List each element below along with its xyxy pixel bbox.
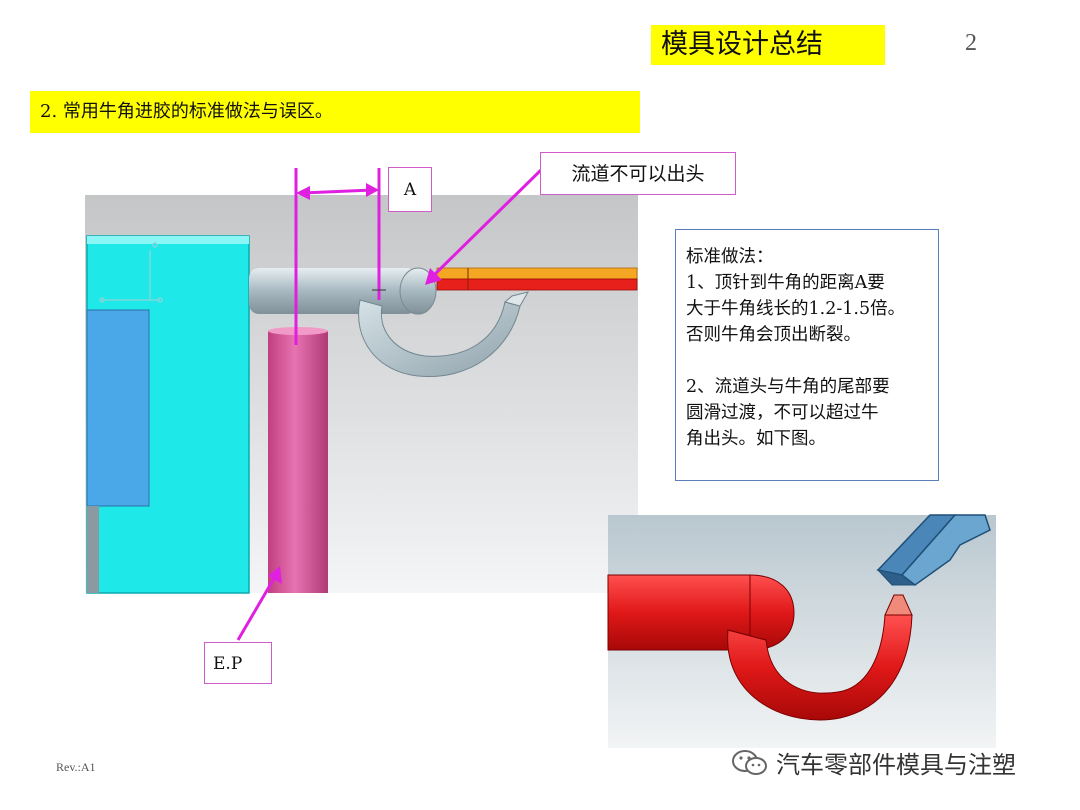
detail-tool	[876, 514, 991, 586]
runner-callout-line	[430, 168, 543, 279]
dimension-a-label: A	[388, 167, 432, 212]
detail-runner	[607, 574, 795, 651]
section-heading: 2. 常用牛角进胶的标准做法与误区。	[30, 91, 640, 133]
ejector-pin-label: E.P	[204, 642, 272, 684]
notes-item2-line1: 2、流道头与牛角的尾部要	[686, 377, 890, 397]
revision-label: Rev.:A1	[56, 760, 96, 774]
notes-item1-line2: 大于牛角线长的1.2-1.5倍。	[686, 299, 906, 319]
ejector-pin	[268, 331, 328, 593]
dimension-arrow	[301, 188, 374, 195]
detail-banana-gate	[727, 614, 913, 721]
notes-item2-line3: 角出头。如下图。	[686, 429, 826, 449]
brand-name: 汽车零部件模具与注塑	[776, 751, 1016, 779]
standard-practice-notes: 标准做法： 1、顶针到牛角的距离A要 大于牛角线长的1.2-1.5倍。 否则牛角…	[675, 229, 939, 481]
notes-item1-line3: 否则牛角会顶出断裂。	[686, 325, 861, 345]
page-number: 2	[965, 30, 977, 56]
wechat-icon	[732, 749, 767, 775]
notes-heading: 标准做法：	[686, 247, 774, 267]
notes-item2-line2: 圆滑过渡，不可以超过牛	[686, 403, 879, 423]
runner-warning-label: 流道不可以出头	[540, 152, 736, 195]
page-title: 模具设计总结	[651, 25, 885, 65]
mold-insert	[86, 309, 150, 507]
ep-callout-line	[236, 574, 278, 641]
footer-brand: 汽车零部件模具与注塑	[730, 745, 1016, 780]
notes-item1-line1: 1、顶针到牛角的距离A要	[686, 273, 885, 293]
plastic-part	[436, 267, 638, 280]
runner-tube	[249, 268, 417, 314]
